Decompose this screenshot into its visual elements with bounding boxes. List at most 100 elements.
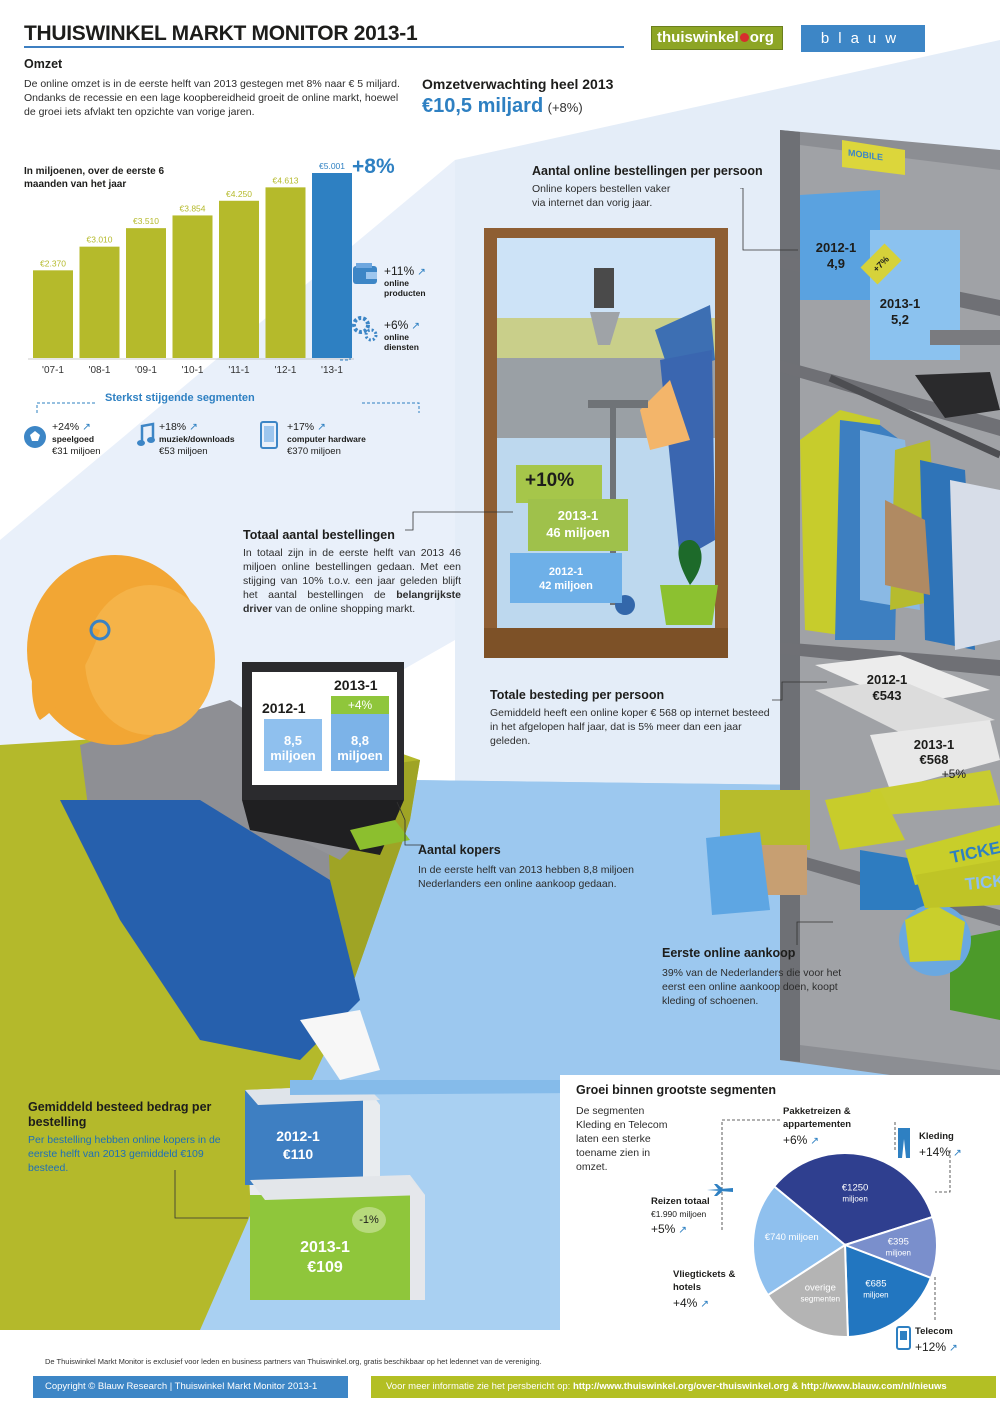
total-orders-curr: 2013-1 46 miljoen bbox=[528, 499, 628, 551]
pants-icon bbox=[897, 1127, 911, 1164]
avg-spend-connector bbox=[174, 1170, 248, 1219]
pie-slice-unit: segmenten bbox=[800, 1294, 840, 1303]
pie-connectors bbox=[721, 1119, 951, 1322]
segment-pct: +17% bbox=[287, 421, 315, 433]
x-tick-label: '09-1 bbox=[135, 365, 157, 376]
products-stat: +11% ↗ online producten bbox=[384, 265, 434, 299]
buyers-curr-label: 2013-1 bbox=[334, 677, 378, 693]
reizen-pct: +5% bbox=[651, 1222, 676, 1236]
x-tick-label: '12-1 bbox=[275, 365, 297, 376]
blauw-logo[interactable]: blauw bbox=[801, 25, 925, 52]
total-orders-connector bbox=[405, 511, 513, 531]
pie-callout-reizen: Reizen totaal €1.990 miljoen +5% ↗ bbox=[651, 1195, 710, 1238]
orders-curr-stat: 2013-1 5,2 bbox=[862, 296, 938, 328]
spend-prev-value: €543 bbox=[872, 688, 902, 703]
total-orders-growth: +10% bbox=[525, 470, 575, 491]
bar-value-label: €3.854 bbox=[180, 203, 206, 213]
vlieg-name: Vliegtickets & hotels bbox=[673, 1269, 736, 1293]
segment-item: +24% ↗ speelgoed €31 miljoen bbox=[52, 421, 101, 458]
bar-'11-1 bbox=[219, 200, 259, 358]
orders-per-person-heading: Aantal online bestellingen per persoon bbox=[532, 164, 763, 178]
orders-curr-value: 5,2 bbox=[890, 312, 910, 327]
pie-callout-kleding: Kleding +14% ↗ bbox=[919, 1130, 962, 1161]
arrow-up-icon: ↗ bbox=[82, 421, 91, 433]
buyers-text: In de eerste helft van 2013 hebben 8,8 m… bbox=[418, 864, 634, 890]
omzet-bar-chart: €2.370'07-1€3.010'08-1€3.510'09-1€3.854'… bbox=[28, 161, 354, 376]
spend-curr-label: 2013-1 bbox=[913, 737, 955, 752]
pie-slice-label: €685 bbox=[865, 1278, 886, 1289]
orders-connector bbox=[740, 188, 798, 251]
ball-icon bbox=[22, 424, 48, 455]
bar-value-label: €4.613 bbox=[273, 175, 299, 185]
x-tick-label: '07-1 bbox=[42, 365, 64, 376]
buyers-prev-value: 8,5 bbox=[283, 733, 303, 748]
omzet-heading: Omzet bbox=[24, 57, 63, 71]
pakket-name: Pakketreizen & appartementen bbox=[783, 1106, 852, 1130]
services-stat: +6% ↗ online diensten bbox=[384, 319, 434, 353]
bar-value-label: €3.510 bbox=[133, 216, 159, 226]
pie-slice bbox=[766, 1243, 849, 1338]
logo-dot-icon bbox=[739, 33, 749, 42]
total-orders-text-post: van de online shopping markt. bbox=[272, 603, 416, 615]
more-info-links[interactable]: http://www.thuiswinkel.org/over-thuiswin… bbox=[572, 1381, 947, 1392]
orders-growth-box bbox=[516, 465, 602, 503]
pie-callout-vlieg: Vliegtickets & hotels +4% ↗ bbox=[673, 1268, 748, 1312]
x-tick-label: '11-1 bbox=[228, 365, 250, 376]
music-icon bbox=[136, 422, 156, 453]
kleding-name: Kleding bbox=[919, 1131, 954, 1142]
chart-title: In miljoenen, over de eerste 6 maanden v… bbox=[24, 166, 165, 190]
total-orders-text-bold: belangrijkste driver bbox=[243, 589, 461, 615]
orders-per-person-text: Online kopers bestellen vaker via intern… bbox=[532, 183, 671, 209]
arrow-up-icon: ↗ bbox=[678, 1224, 688, 1236]
forecast-value: €10,5 miljard bbox=[422, 95, 544, 117]
bar-value-label: €3.010 bbox=[87, 235, 113, 245]
segment-pie-chart: €1250miljoen€395miljoen€685miljoenoverig… bbox=[752, 1152, 938, 1338]
first-purchase-text: 39% van de Nederlanders die voor het eer… bbox=[662, 967, 842, 1007]
arrow-up-icon: ↗ bbox=[417, 266, 426, 278]
first-purchase-heading: Eerste online aankoop bbox=[662, 946, 796, 960]
buyers-prev-label: 2012-1 bbox=[262, 700, 306, 716]
pie-slice-label: €740 miljoen bbox=[765, 1232, 819, 1243]
buyers-prev-unit: miljoen bbox=[270, 748, 316, 763]
tablet-icon bbox=[259, 420, 279, 455]
forecast-growth: (+8%) bbox=[547, 100, 583, 115]
arrow-up-icon: ↗ bbox=[700, 1298, 710, 1310]
copyright-bar: Copyright © Blauw Research | Thuiswinkel… bbox=[33, 1376, 348, 1398]
total-orders-prev-value: 42 miljoen bbox=[539, 580, 593, 592]
arrow-up-icon: ↗ bbox=[411, 320, 421, 332]
segment-name: muziek/downloads bbox=[159, 434, 235, 444]
avg-spend-growth: -1% bbox=[352, 1207, 386, 1233]
reizen-value: €1.990 miljoen bbox=[651, 1209, 707, 1219]
segments-heading: Sterkst stijgende segmenten bbox=[105, 392, 255, 404]
more-info-prefix: Voor meer informatie zie het persbericht… bbox=[386, 1381, 573, 1392]
segment-pct: +18% bbox=[159, 421, 187, 433]
arrow-up-icon: ↗ bbox=[810, 1135, 820, 1147]
spend-per-person-heading: Totale besteding per persoon bbox=[490, 688, 665, 702]
segment-value: €31 miljoen bbox=[52, 446, 101, 457]
buyers-curr-bar: 8,8 miljoen bbox=[331, 714, 389, 771]
avg-spend-curr-value: €109 bbox=[307, 1259, 343, 1276]
bar-value-label: €4.250 bbox=[226, 189, 252, 199]
arrow-up-icon: ↗ bbox=[189, 421, 198, 433]
bar-'13-1 bbox=[312, 173, 352, 358]
total-orders-heading: Totaal aantal bestellingen bbox=[243, 528, 395, 542]
title-underline bbox=[24, 46, 624, 48]
orders-curr-label: 2013-1 bbox=[879, 296, 921, 311]
phone-icon bbox=[896, 1325, 912, 1356]
x-tick-label: '13-1 bbox=[321, 365, 343, 376]
products-pct: +11% bbox=[384, 264, 415, 278]
reizen-name: Reizen totaal bbox=[651, 1196, 710, 1207]
omzet-text: De online omzet is in de eerste helft va… bbox=[24, 78, 400, 118]
avg-spend-prev-value: €110 bbox=[282, 1146, 314, 1162]
avg-spend-prev-label: 2012-1 bbox=[276, 1128, 320, 1144]
segments-bracket bbox=[36, 402, 420, 413]
segment-value: €370 miljoen bbox=[287, 446, 341, 457]
avg-spend-prev: 2012-1 €110 bbox=[248, 1127, 348, 1163]
spend-growth: +5% bbox=[941, 767, 966, 781]
forecast-heading: Omzetverwachting heel 2013 bbox=[422, 76, 614, 92]
segment-name: computer hardware bbox=[287, 434, 366, 444]
bar-'10-1 bbox=[172, 215, 213, 358]
pie-slice-label: overige bbox=[805, 1282, 836, 1293]
pie-slice bbox=[843, 1243, 933, 1338]
